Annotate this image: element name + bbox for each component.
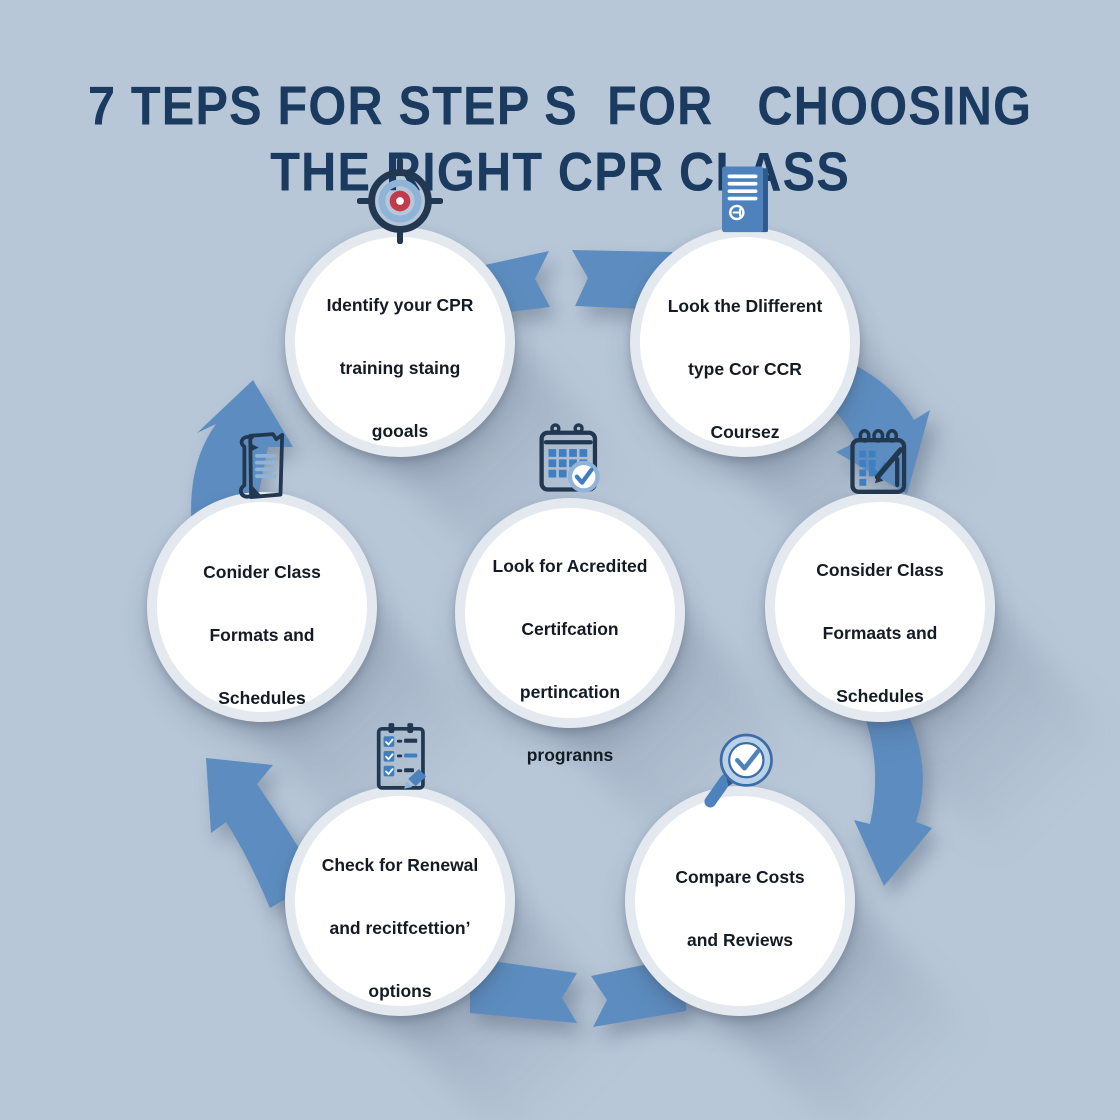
label-line: gooals bbox=[371, 421, 429, 441]
course-document-icon bbox=[704, 157, 786, 245]
step-4-label: Look for Acredited Certifcation pertinca… bbox=[493, 514, 648, 808]
step-1-circle: Identify your CPR training staing gooals bbox=[285, 158, 515, 457]
step-2-label: Look the Dlifferent type Cor CCR Coursez bbox=[668, 254, 823, 527]
label-line: Schedules bbox=[836, 686, 924, 706]
calendar-check-icon bbox=[526, 419, 614, 505]
target-icon bbox=[357, 158, 443, 244]
label-line: and recitfcettionʼ bbox=[329, 918, 471, 938]
label-line: Formats and bbox=[209, 625, 315, 645]
step-7-label: Compare Costs and Reviews bbox=[675, 825, 804, 1077]
step-6-circle: Check for Renewal and recitfcettionʼ opt… bbox=[285, 723, 515, 1016]
label-line: options bbox=[368, 981, 432, 1001]
step-3-circle: Conider Class Formats and Schedules bbox=[147, 432, 377, 722]
label-line: progranns bbox=[526, 744, 614, 765]
page-title: 7 TEPS FOR STEP S FOR CHOOSING THE RIGHT… bbox=[0, 74, 1120, 206]
step-2-circle: Look the Dlifferent type Cor CCR Coursez bbox=[630, 166, 860, 457]
title-line-2: THE RIGHT CPR CLASS bbox=[270, 142, 850, 203]
label-line: Formaats and bbox=[822, 623, 938, 643]
label-line: Identify your CPR bbox=[326, 295, 474, 315]
label-line: training staing bbox=[339, 358, 461, 378]
step-6-label: Check for Renewal and recitfcettionʼ opt… bbox=[322, 813, 479, 1086]
label-line: Certifcation bbox=[521, 618, 619, 639]
title-line-1: 7 TEPS FOR STEP S FOR CHOOSING bbox=[87, 76, 1033, 137]
step-3-label: Conider Class Formats and Schedules bbox=[203, 520, 321, 793]
step-5-circle: Consider Class Formaats and Schedules bbox=[765, 429, 995, 722]
checklist-pencil-icon bbox=[359, 716, 441, 804]
label-line: and Reviews bbox=[686, 929, 794, 950]
label-line: Coursez bbox=[710, 422, 780, 442]
step-1-label: Identify your CPR training staing gooals bbox=[327, 253, 474, 526]
top-chevron-arrow bbox=[462, 250, 672, 317]
bottom-chevron-arrow bbox=[470, 956, 686, 1027]
label-line: Conider Class bbox=[203, 562, 321, 582]
label-line: Look the Dlifferent bbox=[667, 296, 823, 316]
label-line: pertincation bbox=[519, 681, 621, 702]
calendar-pencil-icon bbox=[836, 423, 924, 509]
label-line: Consider Class bbox=[816, 560, 944, 580]
right-lower-ribbon-arrow bbox=[854, 694, 932, 886]
label-line: Schedules bbox=[218, 688, 306, 708]
label-line: type Cor CCR bbox=[688, 359, 802, 379]
step-7-circle: Compare Costs and Reviews bbox=[625, 733, 855, 1016]
step-4-circle: Look for Acredited Certifcation pertinca… bbox=[455, 422, 685, 765]
label-line: Compare Costs bbox=[675, 866, 805, 887]
scroll-document-icon bbox=[220, 421, 304, 511]
label-line: Look for Acredited bbox=[492, 555, 648, 576]
step-5-label: Consider Class Formaats and Schedules bbox=[816, 518, 943, 791]
magnifier-check-icon bbox=[693, 726, 787, 816]
label-line: Check for Renewal bbox=[321, 855, 479, 875]
